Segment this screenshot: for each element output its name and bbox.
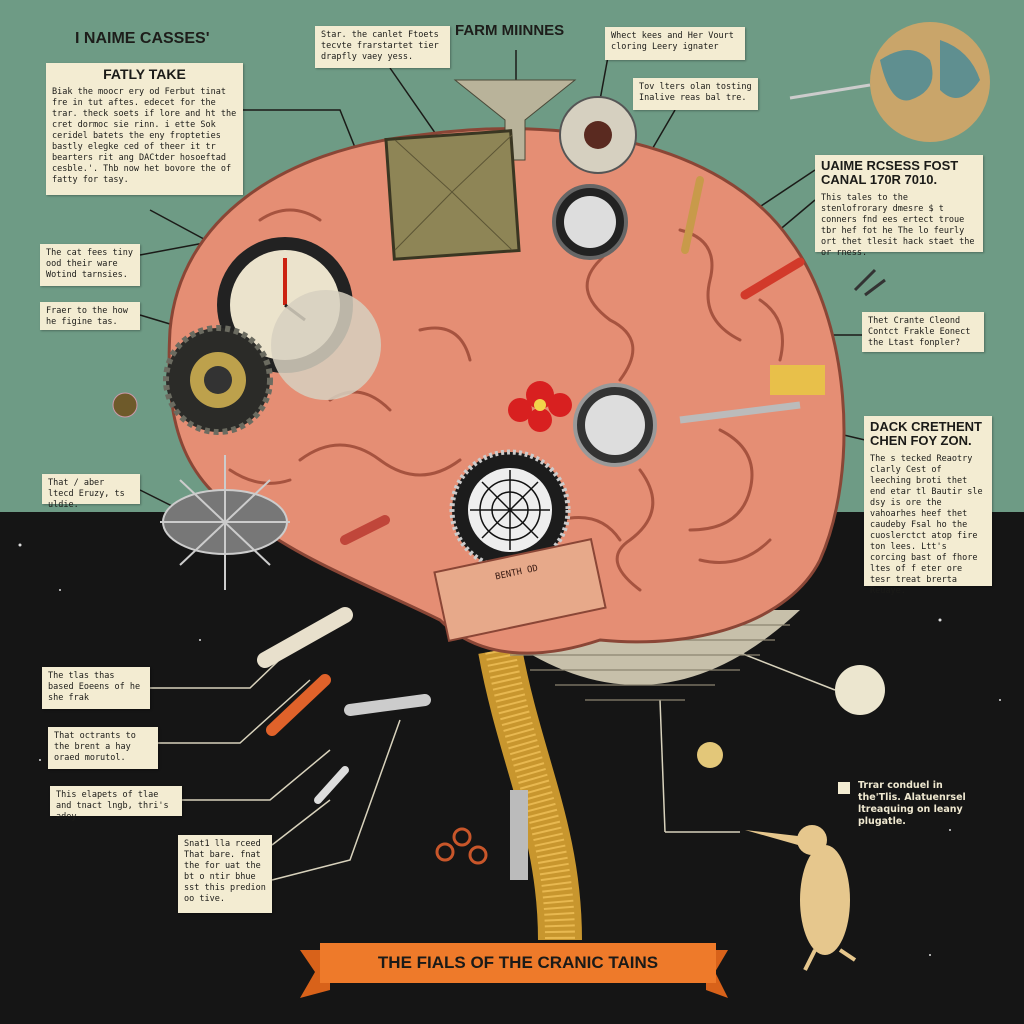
- brain: [167, 127, 846, 655]
- spiked-device: [160, 455, 290, 590]
- label-title: FATLY TAKE: [103, 66, 186, 82]
- label-title: DACK CRETHENT CHEN FOY ZON.: [870, 419, 982, 448]
- label-box-right-2: Thet Crante Cleond Contct Frakle Eonect …: [862, 312, 984, 352]
- label-body: The s tecked Reaotry clarly Cest of leec…: [870, 454, 983, 596]
- label-box-left-3: That / aber ltecd Eruzy, ts uldie.: [42, 474, 140, 510]
- title-banner: THE FIALS OF THE CRANIC TAINS: [320, 943, 716, 983]
- label-box-top-right-1: Whect kees and Her Vourt cloring Leery i…: [605, 27, 745, 60]
- leader-lines-light: [150, 639, 836, 881]
- funnel: [453, 79, 577, 161]
- plaque: [433, 537, 607, 643]
- sphere: [835, 665, 885, 715]
- spine: [478, 646, 582, 941]
- brush: [770, 365, 825, 395]
- note-marker: [838, 782, 850, 794]
- red-tool: [740, 257, 805, 300]
- label-body: Biak the moocr ery od Ferbut tinat fre i…: [52, 87, 237, 185]
- label-box-top-right-2: Tov lters olan tosting Inalive reas bal …: [633, 78, 758, 110]
- label-box-main-left: FATLY TAKE Biak the moocr ery od Ferbut …: [46, 63, 243, 195]
- disc: [271, 290, 381, 400]
- label-box-right-1: UAIME RCSESS FOST CANAL 170R 7010. This …: [815, 155, 983, 258]
- heading-center: FARM MIINNES: [455, 22, 565, 39]
- label-box-top-center: Star. the canlet Ftoets tecvte frarstart…: [315, 26, 450, 68]
- small-sphere: [697, 742, 723, 768]
- label-box-left-2: Fraer to the how he figine tas.: [40, 302, 140, 330]
- stars: [18, 543, 1001, 956]
- syringe: [257, 607, 353, 668]
- label-box-bottom-left-3: This elapets of tlae and tnact lngb, thr…: [50, 786, 182, 822]
- connector: [510, 790, 528, 880]
- ornament: [112, 392, 138, 418]
- flower: [508, 381, 572, 432]
- label-body: This tales to the stenlofrorary dmesre $…: [821, 193, 975, 258]
- bird: [745, 825, 857, 971]
- bullet: [344, 694, 431, 716]
- metal-box: [384, 129, 521, 261]
- label-box-bottom-left-2: That octrants to the brent a hay oraed m…: [48, 727, 158, 769]
- note-bottom-right: Trrar conduel in the'Tlis. Alatuenrsel l…: [858, 780, 966, 827]
- key: [435, 827, 488, 865]
- scissors: [853, 268, 886, 297]
- label-box-right-3: DACK CRETHENT CHEN FOY ZON. The s tecked…: [864, 416, 992, 596]
- rod: [679, 401, 801, 424]
- rocket: [266, 674, 331, 736]
- label-title: UAIME RCSESS FOST CANAL 170R 7010.: [821, 158, 959, 187]
- label-box-left-1: The cat fees tiny ood their ware Wotind …: [40, 244, 140, 286]
- label-box-bottom-left-1: The tlas thas based Eoeens of he she fra…: [42, 667, 150, 709]
- heading-left: I NAIME CASSES': [75, 30, 210, 47]
- globe: [789, 22, 990, 142]
- label-box-bottom-left-4: Snat1 lla rceed That bare. fnat the for …: [178, 835, 272, 913]
